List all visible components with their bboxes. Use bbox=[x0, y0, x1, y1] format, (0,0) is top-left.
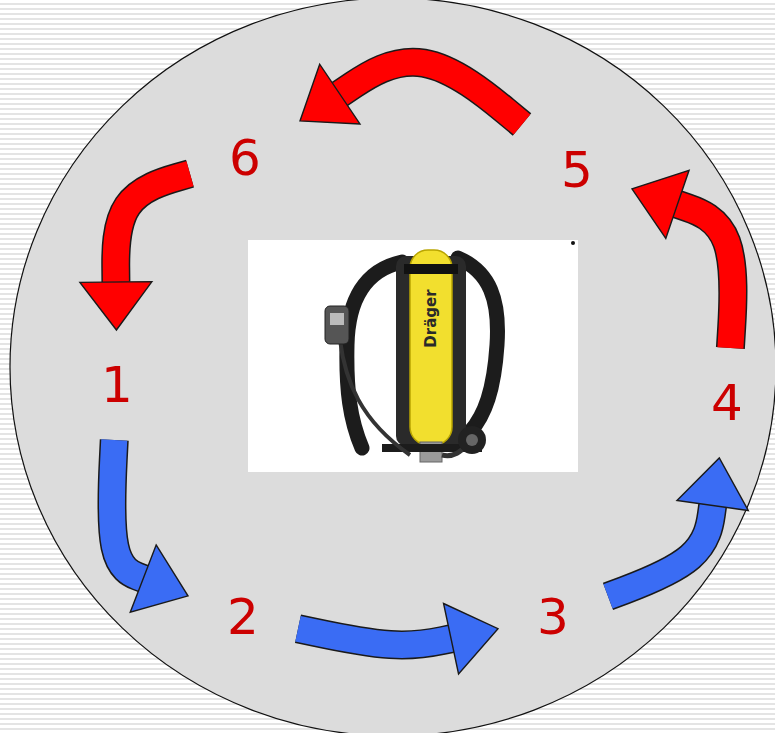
cycle-arrow bbox=[116, 174, 190, 282]
gauge-display bbox=[330, 313, 344, 325]
step-number-text: 2 bbox=[227, 592, 259, 642]
breathing-apparatus-photo bbox=[248, 240, 578, 472]
step-number: 5 bbox=[522, 115, 632, 225]
cylinder-band bbox=[404, 264, 458, 274]
cycle-arrow bbox=[608, 506, 713, 597]
arrow-body bbox=[677, 204, 733, 348]
step-number: 1 bbox=[62, 330, 172, 440]
step-number-text: 3 bbox=[537, 592, 569, 642]
step-number-text: 1 bbox=[101, 360, 133, 410]
cycle-arrow bbox=[298, 629, 451, 645]
arrow-outline bbox=[116, 174, 190, 282]
arrow-body bbox=[340, 62, 522, 124]
arrow-body bbox=[298, 629, 451, 645]
gauge-hose bbox=[340, 340, 410, 455]
air-cylinder bbox=[410, 250, 452, 445]
photo-frame bbox=[248, 240, 578, 472]
step-number: 6 bbox=[190, 103, 300, 213]
step-number-text: 4 bbox=[711, 378, 743, 428]
arrow-body bbox=[112, 440, 143, 579]
arrow-outline bbox=[298, 629, 451, 645]
step-number: 4 bbox=[682, 348, 772, 458]
photo-speck bbox=[571, 241, 575, 245]
brand-label: Dräger bbox=[424, 289, 439, 347]
cycle-arrow bbox=[677, 204, 733, 348]
arrow-outline bbox=[608, 506, 713, 597]
regulator-center bbox=[466, 434, 478, 446]
arrow-body bbox=[608, 506, 713, 597]
step-number: 2 bbox=[188, 562, 298, 672]
cycle-arrow bbox=[340, 62, 522, 124]
cycle-arrow bbox=[112, 440, 143, 579]
step-number: 3 bbox=[498, 562, 608, 672]
pressure-gauge bbox=[325, 306, 349, 344]
regulator bbox=[458, 426, 486, 454]
step-number-text: 6 bbox=[229, 133, 261, 183]
arrow-body bbox=[116, 174, 190, 282]
arrow-outline bbox=[112, 440, 143, 579]
arrow-outline bbox=[677, 204, 733, 348]
step-number-text: 5 bbox=[561, 145, 593, 195]
cycle-circle bbox=[10, 0, 775, 733]
arrow-outline bbox=[340, 62, 522, 124]
